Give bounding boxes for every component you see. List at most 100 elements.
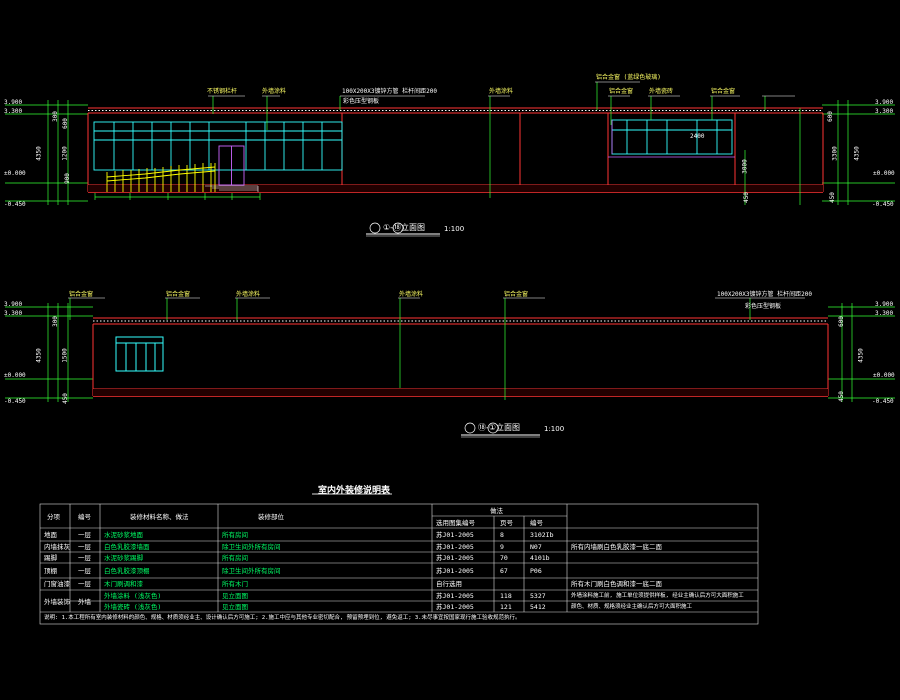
elev2-title: ⑱-①立面图 (478, 423, 521, 432)
elev1-level-3300-left: 3.300 (4, 108, 23, 115)
r0-item: 地面 (44, 531, 57, 539)
r2-location: 所有房间 (222, 554, 248, 562)
elev1-inner-dim-2400: 2400 (690, 133, 705, 140)
elev1-steps (205, 185, 259, 192)
elev2-label-window-1: 铝合金窗 (69, 291, 94, 298)
elev2-level-m0450-left: -0.450 (4, 398, 26, 405)
r0-material: 水泥砂浆地面 (104, 531, 143, 539)
elev1-level-0-left: ±0.000 (4, 170, 26, 177)
r1-remark: 所有内墙刷白色乳胶漆一底二面 (571, 543, 662, 551)
elev2-label-paint-2: 外墙涂料 (399, 291, 424, 298)
elev1-title: ①-⑱立面图 (383, 223, 426, 232)
elev1-dim-300: 300 (51, 111, 59, 122)
elev1-level-0-right: ±0.000 (873, 170, 895, 177)
r1-page: 9 (500, 543, 504, 551)
elev2-title-mark (461, 422, 540, 438)
elev1-leaders (212, 82, 766, 198)
elev1-level-3900-right: 3.900 (875, 99, 894, 106)
r2-item: 踢脚 (44, 554, 57, 562)
elev2-label-tube: 100X200X3镀锌方管 栏杆间距200 (717, 291, 812, 298)
elev1-level-m0450-right: -0.450 (872, 201, 894, 208)
r1-atlas: 苏J01-2005 (436, 543, 474, 551)
elev2-level-3900-right: 3.900 (875, 301, 894, 308)
elev2-dim-r-450: 450 (837, 391, 845, 402)
elev1-dim-r-450: 450 (828, 192, 836, 203)
elev2-level-0-right: ±0.000 (873, 372, 895, 379)
elev1-label-tube: 100X200X3镀锌方管 栏杆间距200 (342, 88, 437, 95)
th-number: 编号 (530, 519, 543, 527)
elev2-parapet (93, 317, 828, 325)
elev1-window-band-left (93, 121, 343, 171)
elev2-label-steel-sheet: 彩色压型钢板 (745, 303, 782, 310)
elev1-scale: 1:100 (444, 225, 465, 233)
elev1-building-outline (87, 113, 824, 193)
r6-remark: 颜色、材质、规格须经业主确认后方可大面积施工 (571, 604, 693, 610)
r6-location: 见立面图 (222, 603, 248, 611)
r3-atlas: 苏J01-2005 (436, 567, 474, 575)
r0-location: 所有房间 (222, 531, 248, 539)
elev1-right-pink-lines (608, 120, 735, 158)
elev2-level-3300-left: 3.300 (4, 310, 23, 317)
r4-location: 所有木门 (222, 580, 248, 588)
r3-material: 白色乳胶漆顶棚 (104, 567, 150, 575)
th-method-group: 做法 (490, 507, 503, 515)
r3-page: 67 (500, 567, 508, 575)
elev1-label-window-blue: 铝合金窗 (蓝绿色玻璃) (596, 74, 661, 81)
elev2-building-outline (92, 324, 829, 397)
elev2-level-m0450-right: -0.450 (872, 398, 894, 405)
elev1-inner-dim-450: 450 (742, 192, 750, 203)
elev1-label-window-1: 铝合金窗 (609, 88, 634, 95)
r5-location: 见立面图 (222, 592, 248, 600)
elev2-leaders (69, 298, 751, 400)
r4-code: 一层 (78, 580, 91, 588)
r0-code: 一层 (78, 531, 91, 539)
elev1-label-window-2: 铝合金窗 (711, 88, 736, 95)
r2-page: 70 (500, 554, 508, 562)
r3-code: 一层 (78, 567, 91, 575)
r1-location: 除卫生间外所有房间 (222, 543, 281, 551)
r3-item: 顶棚 (44, 567, 57, 575)
r4-atlas: 自行选用 (436, 580, 462, 588)
elev2-level-3900-left: 3.900 (4, 301, 23, 308)
elev2-level-marks-left (5, 303, 93, 402)
elev1-label-paint-2: 外墙涂料 (489, 88, 514, 95)
elev1-window-band-right (611, 119, 733, 155)
elev1-parapet (88, 107, 823, 114)
elev1-label-tile: 外墙瓷砖 (649, 88, 674, 95)
r6-page: 121 (500, 603, 512, 611)
axis-bubble-1b (487, 422, 499, 434)
r2-number: 4101b (530, 554, 550, 562)
r3-location: 除卫生间外所有房间 (222, 567, 281, 575)
th-material: 装修材料名称、做法 (130, 513, 189, 521)
elev1-dim-r-3300: 3300 (831, 146, 839, 161)
elev1-dim-900: 900 (63, 173, 71, 184)
r2-atlas: 苏J01-2005 (436, 554, 474, 562)
r2-material: 水泥砂浆踢脚 (104, 554, 143, 562)
elev2-level-marks-right (828, 303, 895, 402)
elev1-inner-dims (744, 108, 801, 205)
r5-page: 118 (500, 592, 512, 600)
r0-page: 8 (500, 531, 504, 539)
th-code: 编号 (78, 513, 91, 521)
elev1-leader-underlines (208, 81, 795, 97)
elev1-level-3300-right: 3.300 (875, 108, 894, 115)
r5-remark: 外墙涂料施工前, 施工单位须提供样板, 经业主确认后方可大面积施工 (571, 593, 744, 599)
r1-material: 白色乳胶漆墙面 (104, 543, 150, 551)
elev1-title-mark (366, 222, 440, 237)
elev1-bottom-dims (94, 193, 261, 200)
elev2-label-window-3: 铝合金窗 (504, 291, 529, 298)
elev1-level-m0450-left: -0.450 (4, 201, 26, 208)
elev2-scale: 1:100 (544, 425, 565, 433)
elevation-1 (5, 81, 895, 237)
elev2-plinth (93, 389, 828, 396)
r1-number: N07 (530, 543, 542, 551)
elev2-label-window-2: 铝合金窗 (166, 291, 191, 298)
r4-material: 木门刷调和漆 (104, 580, 143, 588)
finish-table-grid (39, 493, 759, 625)
elev2-dim-r-4350: 4350 (857, 348, 865, 363)
r1-item: 内墙抹灰 (44, 543, 70, 551)
elev1-level-3900-left: 3.900 (4, 99, 23, 106)
elev1-dim-r-600: 600 (826, 111, 834, 122)
r4-remark: 所有木门刷白色调和漆一底二面 (571, 580, 662, 588)
